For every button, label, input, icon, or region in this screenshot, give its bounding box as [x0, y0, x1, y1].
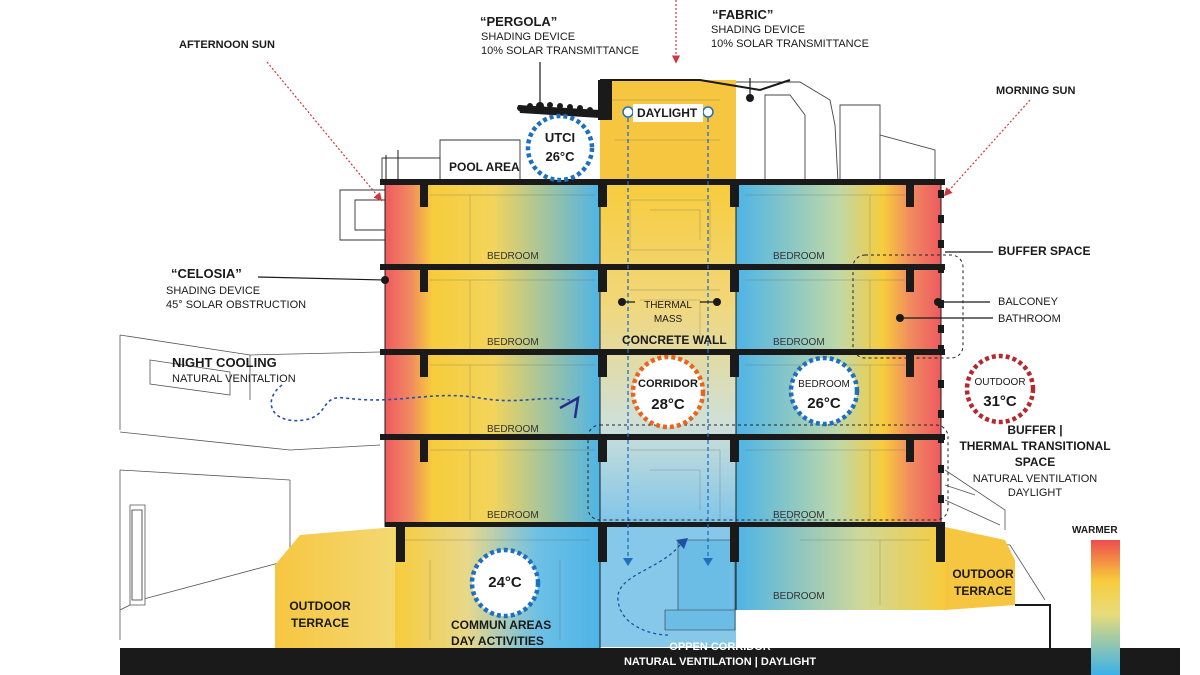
room-right-floor-1: BEDROOM [773, 510, 825, 521]
leader-dots [381, 94, 942, 322]
room-left-floor-1: BEDROOM [487, 510, 539, 521]
room-left-floor-3: BEDROOM [487, 337, 539, 348]
night-cooling-airflow [270, 384, 571, 422]
buffer-transitional-desc-line2: DAYLIGHT [1007, 487, 1063, 499]
utci-badge-temp: 26°C [545, 149, 575, 164]
columns [396, 185, 945, 562]
outdoor-badge-label: OUTDOOR [974, 377, 1026, 388]
commun-areas-line1: COMMUN AREAS [451, 618, 552, 632]
pergola-desc-line2: 10% SOLAR TRANSMITTANCE [481, 45, 639, 57]
thermal-transitional-zone [587, 424, 949, 521]
fabric-desc-line1: SHADING DEVICE [711, 24, 806, 36]
concrete-wall-label: CONCRETE WALL [622, 333, 727, 347]
utci-badge [525, 113, 595, 183]
interior-sketch-lines [400, 99, 930, 640]
celosia-desc-line2: 45° SOLAR OBSTRUCTION [166, 299, 307, 311]
pool-area-block [339, 139, 521, 241]
morning-sun-ray [943, 99, 1031, 197]
bedroom-badge [788, 355, 860, 427]
fabric-shading-device [600, 79, 791, 92]
bedroom-badge-temp: 26°C [807, 395, 841, 412]
thermal-mass-line1: THERMAL [644, 300, 692, 311]
outdoor-terrace-left-area [275, 527, 395, 648]
commun-badge [469, 547, 541, 619]
utci-badge-label: UTCI [544, 130, 576, 145]
celosia-desc-line1: SHADING DEVICE [166, 285, 261, 297]
buffer-transitional-title-line1: BUFFER | [1007, 423, 1063, 437]
bathroom-label: BATHROOM [998, 313, 1061, 325]
night-cooling-arrow-head [559, 395, 580, 419]
outdoor-badge-temp: 31°C [983, 393, 1017, 410]
room-right-floor-3: BEDROOM [773, 337, 825, 348]
pergola-title: “PERGOLA” [480, 14, 558, 29]
buffer-space-zone [852, 254, 964, 359]
daylight-ray-origin-right [702, 106, 714, 118]
vertical-lines [384, 150, 942, 648]
room-left-floor-2: BEDROOM [487, 424, 539, 435]
thermal-mass-line2: MASS [653, 314, 683, 325]
daylight-ray-origin-left [622, 106, 634, 118]
ground-floor-right [736, 527, 945, 610]
outdoor-terrace-left-line1: OUTDOOR [289, 599, 351, 613]
daylight-rays [627, 118, 709, 560]
room-left-floor-4: BEDROOM [487, 251, 539, 262]
fabric-title: “FABRIC” [712, 7, 774, 22]
warmth-scale-bar [1091, 540, 1120, 675]
pergola-device [517, 80, 612, 120]
bedroom-badge-label: BEDROOM [798, 379, 850, 390]
buffer-space-label: BUFFER SPACE [998, 244, 1091, 258]
open-corridor-airflow-head [676, 538, 688, 549]
pergola-desc-line1: SHADING DEVICE [481, 31, 576, 43]
warmer-label: WARMER [1072, 525, 1118, 536]
night-cooling-title: NIGHT COOLING [172, 355, 277, 370]
afternoon-sun-ray [266, 61, 383, 202]
open-corridor-line1: OPPEN CORRIDOR [669, 641, 771, 653]
outdoor-terrace-right-area [945, 527, 1015, 610]
corridor-badge-temp: 28°C [651, 396, 685, 413]
buffer-transitional-title-line3: SPACE [1014, 455, 1056, 469]
fabric-desc-line2: 10% SOLAR TRANSMITTANCE [711, 38, 869, 50]
daylight-label-box [633, 104, 703, 122]
balconey-label: BALCONEY [998, 296, 1058, 308]
daylight-label: DAYLIGHT [637, 106, 698, 120]
corridor-badge [630, 354, 706, 430]
buffer-transitional-desc-line1: NATURAL VENTILATION [972, 473, 1098, 485]
outdoor-terrace-left-line2: TERRACE [290, 616, 349, 630]
afternoon-sun-label: AFTERNOON SUN [179, 39, 275, 51]
core-shaft-top [600, 80, 736, 182]
outdoor-terrace-right-line1: OUTDOOR [952, 567, 1014, 581]
ground-base [120, 648, 1180, 675]
open-corridor-airflow [617, 544, 681, 636]
outdoor-terrace-right-line2: TERRACE [953, 584, 1012, 598]
night-cooling-desc: NATURAL VENITALTION [172, 373, 296, 385]
corridor-badge-label: CORRIDOR [638, 378, 698, 390]
roof-structures-right [734, 81, 936, 183]
room-right-ground: BEDROOM [773, 591, 825, 602]
commun-areas-line2: DAY ACTIVITIES [451, 634, 544, 648]
room-right-floor-4: BEDROOM [773, 251, 825, 262]
open-corridor-line2: NATURAL VENTILATION | DAYLIGHT [623, 656, 817, 668]
street-edge [1015, 604, 1051, 648]
floor-slabs [380, 179, 945, 527]
morning-sun-label: MORNING SUN [996, 85, 1076, 97]
buffer-transitional-title-line2: THERMAL TRANSITIONAL [959, 439, 1111, 453]
pool-area-label: POOL AREA [449, 160, 520, 174]
open-corridor-steps [664, 539, 736, 631]
context-buildings-right [944, 469, 1046, 601]
celosia-title: “CELOSIA” [171, 266, 242, 281]
outdoor-badge [964, 353, 1036, 425]
daylight-ray-heads [623, 558, 713, 566]
commun-badge-temp: 24°C [488, 574, 522, 591]
